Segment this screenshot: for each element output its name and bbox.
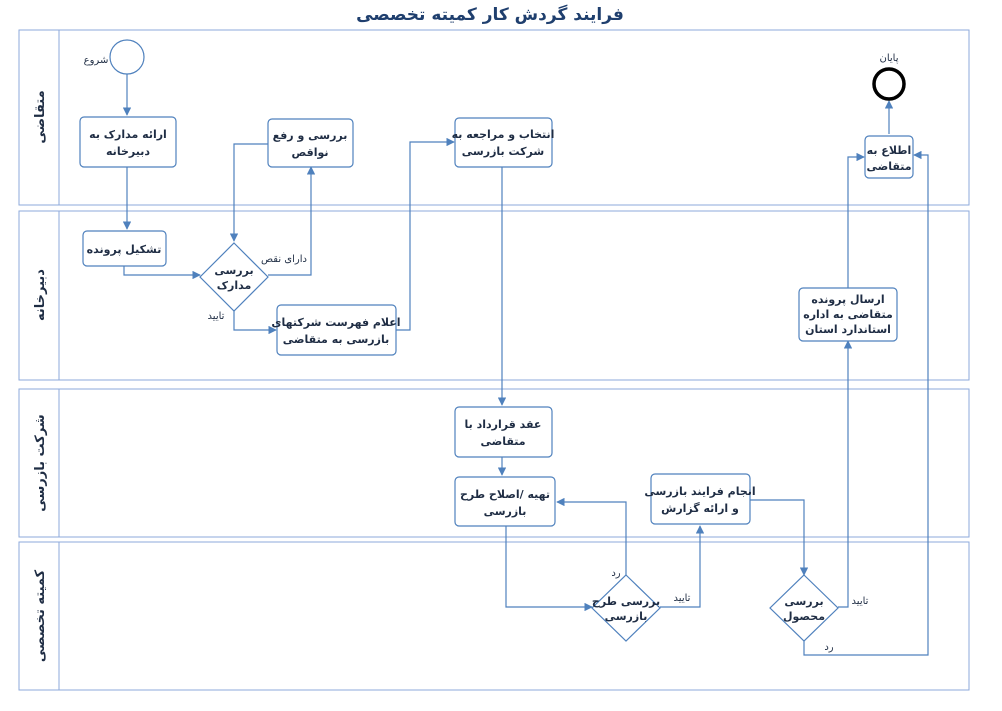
edge-label-approve-product: تایید [852,596,869,607]
lane-label-secretariat: دبیرخانه [33,269,48,321]
task-notify-applicant-line-1: اطلاع به [867,144,912,157]
end-label: پایان [879,53,898,64]
decision-check-docs-line-1: بررسی [214,264,253,277]
task-send-file-line-1: ارسال پرونده [811,293,884,306]
task-contract: عقد قرارداد با متقاضی [454,406,553,458]
edge-label-approve-docs: تایید [208,311,225,322]
decision-review-plan: بررسی طرح بازرسی [591,574,661,642]
edge-label-reject-plan: رد [611,568,620,579]
task-submit-docs-line-2: دبیرخانه [106,145,150,158]
task-contract-line-2: متقاضی [480,435,525,448]
task-send-file-line-2: متقاضی به اداره [803,308,893,321]
task-prepare-plan-line-2: بازرسی [484,505,527,518]
decision-review-plan-line-2: بازرسی [605,610,648,623]
task-do-inspection-line-2: و ارائه گزارش [661,502,739,515]
decision-check-docs: بررسی مدارک [199,242,269,312]
start-event: شروع [84,39,145,75]
edge-label-reject-product: رد [824,642,833,653]
task-announce-list-line-1: اعلام فهرست شرکتهای [271,316,400,329]
task-notify-applicant: اطلاع به متقاضی [864,135,914,179]
task-send-file-line-3: استاندارد استان [805,323,891,336]
task-do-inspection-line-1: انجام فرایند بازرسی [644,485,755,498]
task-do-inspection: انجام فرایند بازرسی و ارائه گزارش [644,473,756,525]
lane-label-inspection-company: شرکت بازرسی [33,414,48,511]
decision-review-plan-line-1: بررسی طرح [592,595,660,608]
task-send-file: ارسال پرونده متقاضی به اداره استاندارد ا… [798,287,898,342]
task-create-file: تشکیل پرونده [82,230,167,267]
edge-label-has-defect: دارای نقص [261,254,307,265]
task-prepare-plan: تهیه /اصلاح طرح بازرسی [454,476,556,527]
decision-review-product: بررسی محصول [769,574,839,642]
task-prepare-plan-line-1: تهیه /اصلاح طرح [460,488,550,501]
task-select-company-line-2: شرکت بازرسی [462,145,544,158]
diagram-title: فرایند گردش کار کمیته تخصصی [356,4,624,25]
task-create-file-line-1: تشکیل پرونده [87,243,162,256]
task-notify-applicant-line-2: متقاضی [866,160,911,173]
task-select-company-line-1: انتخاب و مراجعه به [452,128,555,141]
decision-check-docs-line-2: مدارک [217,279,252,292]
decision-review-product-line-2: محصول [783,610,825,623]
task-contract-line-1: عقد قرارداد با [465,418,542,431]
decision-review-product-line-1: بررسی [784,595,823,608]
task-select-company: انتخاب و مراجعه به شرکت بازرسی [452,117,555,168]
lane-label-applicant: متقاضی [33,90,48,143]
task-fix-defects-line-1: بررسی و رفع [273,129,348,142]
end-event: پایان [872,53,906,101]
task-announce-list: اعلام فهرست شرکتهای بازرسی به متقاضی [271,304,401,356]
task-submit-docs: ارائه مدارک به دبیرخانه [79,116,177,168]
task-submit-docs-line-1: ارائه مدارک به [89,128,167,141]
task-fix-defects-line-2: نواقص [291,146,328,159]
start-label: شروع [84,55,109,66]
edge-label-approve-plan: تایید [674,593,691,604]
lane-label-committee: کمیته تخصصی [33,569,48,662]
task-announce-list-line-2: بازرسی به متقاضی [283,333,389,346]
task-fix-defects: بررسی و رفع نواقص [267,118,354,168]
